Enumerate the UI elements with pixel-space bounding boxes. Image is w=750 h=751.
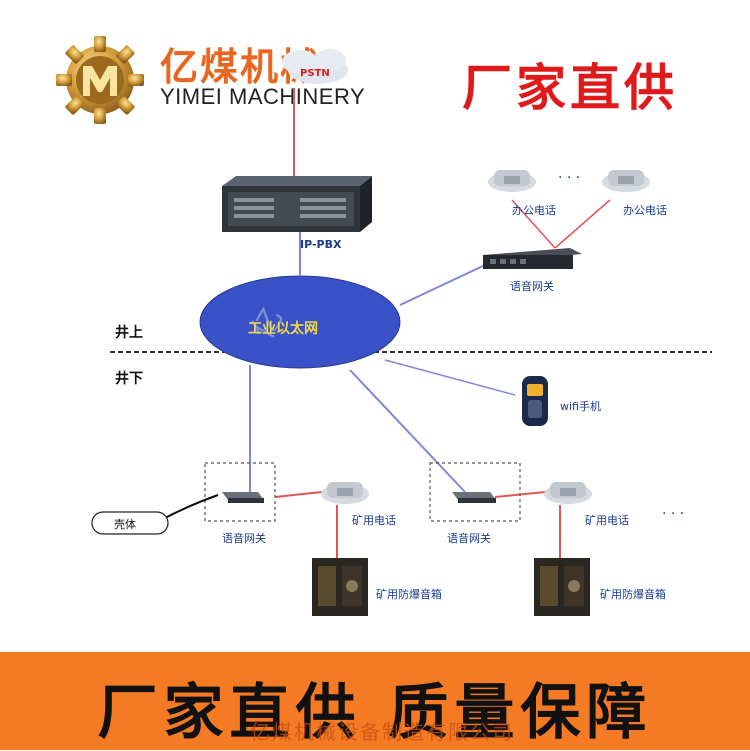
network-diagram — [91, 49, 712, 616]
left-phone-link — [274, 491, 323, 498]
speaker-label-left: 矿用防爆音箱 — [376, 588, 442, 601]
mine-phone-label-right: 矿用电话 — [585, 514, 629, 527]
right-gateway-link — [349, 369, 466, 493]
bottom-banner — [0, 652, 750, 750]
brand-name-en: YIMEI MACHINERY — [160, 84, 366, 109]
banner-company: 亿煤机械设备制造有限公司 — [250, 720, 514, 744]
gateway-left-label: 语音网关 — [222, 532, 266, 545]
right-gateway-box — [429, 462, 521, 522]
office-phone-label-1: 办公电话 — [512, 204, 556, 217]
shell-callout-box — [91, 511, 169, 535]
below-ground-label: 井下 — [115, 371, 143, 387]
explosion-proof-speaker-icon-left — [312, 558, 368, 616]
network-label: 工业以太网 — [248, 321, 318, 337]
ethernet-network — [199, 275, 401, 369]
left-gateway-box — [204, 462, 276, 522]
banner-slogan: 厂家直供 质量保障 — [97, 678, 653, 748]
wifi-phone-icon — [522, 376, 548, 426]
office-phone-label-2: 办公电话 — [623, 204, 667, 217]
mine-phone-icon-right — [544, 482, 592, 504]
explosion-proof-speaker-icon-right — [534, 558, 590, 616]
left-gateway-icon — [222, 492, 264, 503]
gateway-right-label: 语音网关 — [447, 532, 491, 545]
mine-phone-icon-left — [321, 482, 369, 504]
office-phone-link-2 — [554, 199, 611, 249]
shell-callout-pointer — [164, 494, 219, 519]
wifi-link — [384, 359, 516, 396]
above-ground-label: 井上 — [115, 325, 143, 341]
gateway-top-icon — [483, 248, 582, 269]
shell-label: 壳体 — [114, 518, 136, 531]
logo-gear-icon — [56, 36, 144, 124]
gateway-top-link — [399, 264, 486, 306]
wifi-phone-label: wifi手机 — [560, 400, 601, 413]
gateway-top-label: 语音网关 — [510, 280, 554, 293]
right-gateway-icon — [452, 492, 496, 503]
office-phone-icon-1 — [488, 170, 536, 192]
dots-bottom: · · · — [662, 506, 685, 522]
speaker-label-right: 矿用防爆音箱 — [600, 588, 666, 601]
top-slogan: 厂家直供 — [462, 59, 678, 117]
mine-phone-label-left: 矿用电话 — [352, 514, 396, 527]
ippbx-server-icon — [222, 176, 372, 232]
ippbx-label: IP-PBX — [300, 238, 342, 251]
dots-top: · · · — [558, 170, 581, 186]
office-phone-link-1 — [511, 199, 556, 249]
pstn-cloud-icon — [282, 49, 348, 84]
office-phone-icon-2 — [602, 170, 650, 192]
pstn-label: PSTN — [300, 68, 330, 79]
